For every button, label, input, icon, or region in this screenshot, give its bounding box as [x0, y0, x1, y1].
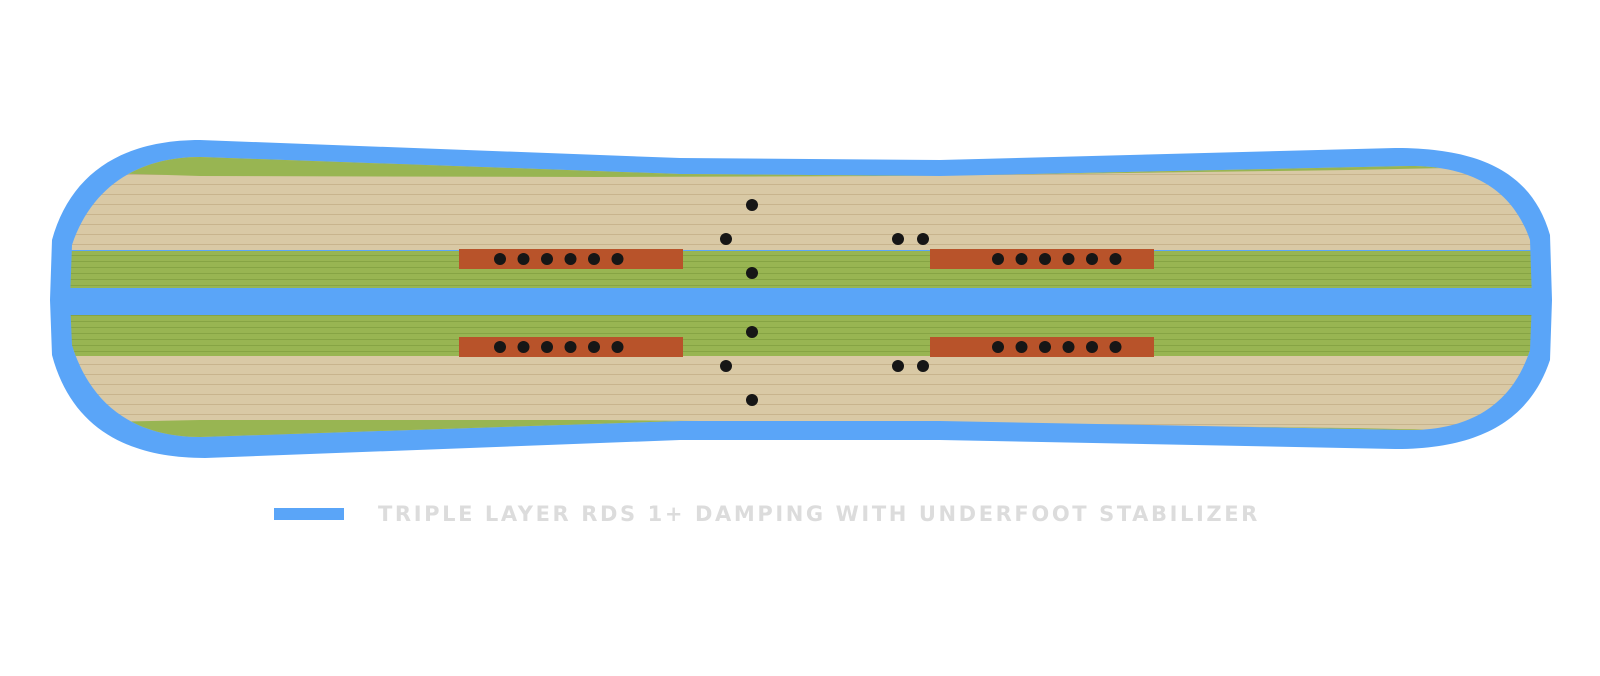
channel-hole — [746, 199, 758, 211]
binding-inserts — [459, 249, 1154, 357]
insert-hole — [517, 341, 530, 353]
channel-hole — [892, 233, 904, 245]
legend: TRIPLE LAYER RDS 1+ DAMPING WITH UNDERFO… — [274, 502, 1260, 526]
insert-hole — [1039, 341, 1051, 353]
channel-hole — [720, 360, 732, 372]
board-core — [70, 157, 1532, 437]
insert-hole — [494, 253, 506, 265]
channel-hole — [720, 233, 732, 245]
insert-hole — [1086, 341, 1098, 353]
insert-hole — [1015, 341, 1028, 353]
insert-hole — [1109, 253, 1122, 265]
insert-hole — [541, 341, 553, 353]
insert-hole — [992, 341, 1004, 353]
channel-hole — [746, 394, 758, 406]
insert-hole — [494, 341, 506, 353]
insert-hole — [1062, 253, 1075, 265]
channel-holes — [720, 199, 929, 406]
fiber-green-upper-band — [70, 251, 1532, 288]
channel-hole — [746, 326, 758, 338]
damping-center-stripe — [56, 288, 1548, 315]
insert-hole — [1015, 253, 1028, 265]
channel-hole — [917, 360, 929, 372]
insert-hole — [1086, 253, 1098, 265]
insert-hole — [564, 253, 577, 265]
insert-hole — [1039, 253, 1051, 265]
insert-hole — [517, 253, 530, 265]
insert-hole — [588, 253, 600, 265]
channel-hole — [917, 233, 929, 245]
blue-line-swatch-icon — [274, 508, 344, 520]
legend-label: TRIPLE LAYER RDS 1+ DAMPING WITH UNDERFO… — [378, 502, 1260, 526]
insert-hole — [1109, 341, 1122, 353]
insert-hole — [992, 253, 1004, 265]
insert-hole — [564, 341, 577, 353]
insert-hole — [1062, 341, 1075, 353]
insert-hole — [611, 253, 624, 265]
insert-hole — [588, 341, 600, 353]
fiber-green-lower-band — [70, 315, 1532, 356]
insert-hole — [611, 341, 624, 353]
insert-hole — [541, 253, 553, 265]
channel-hole — [892, 360, 904, 372]
channel-hole — [746, 267, 758, 279]
